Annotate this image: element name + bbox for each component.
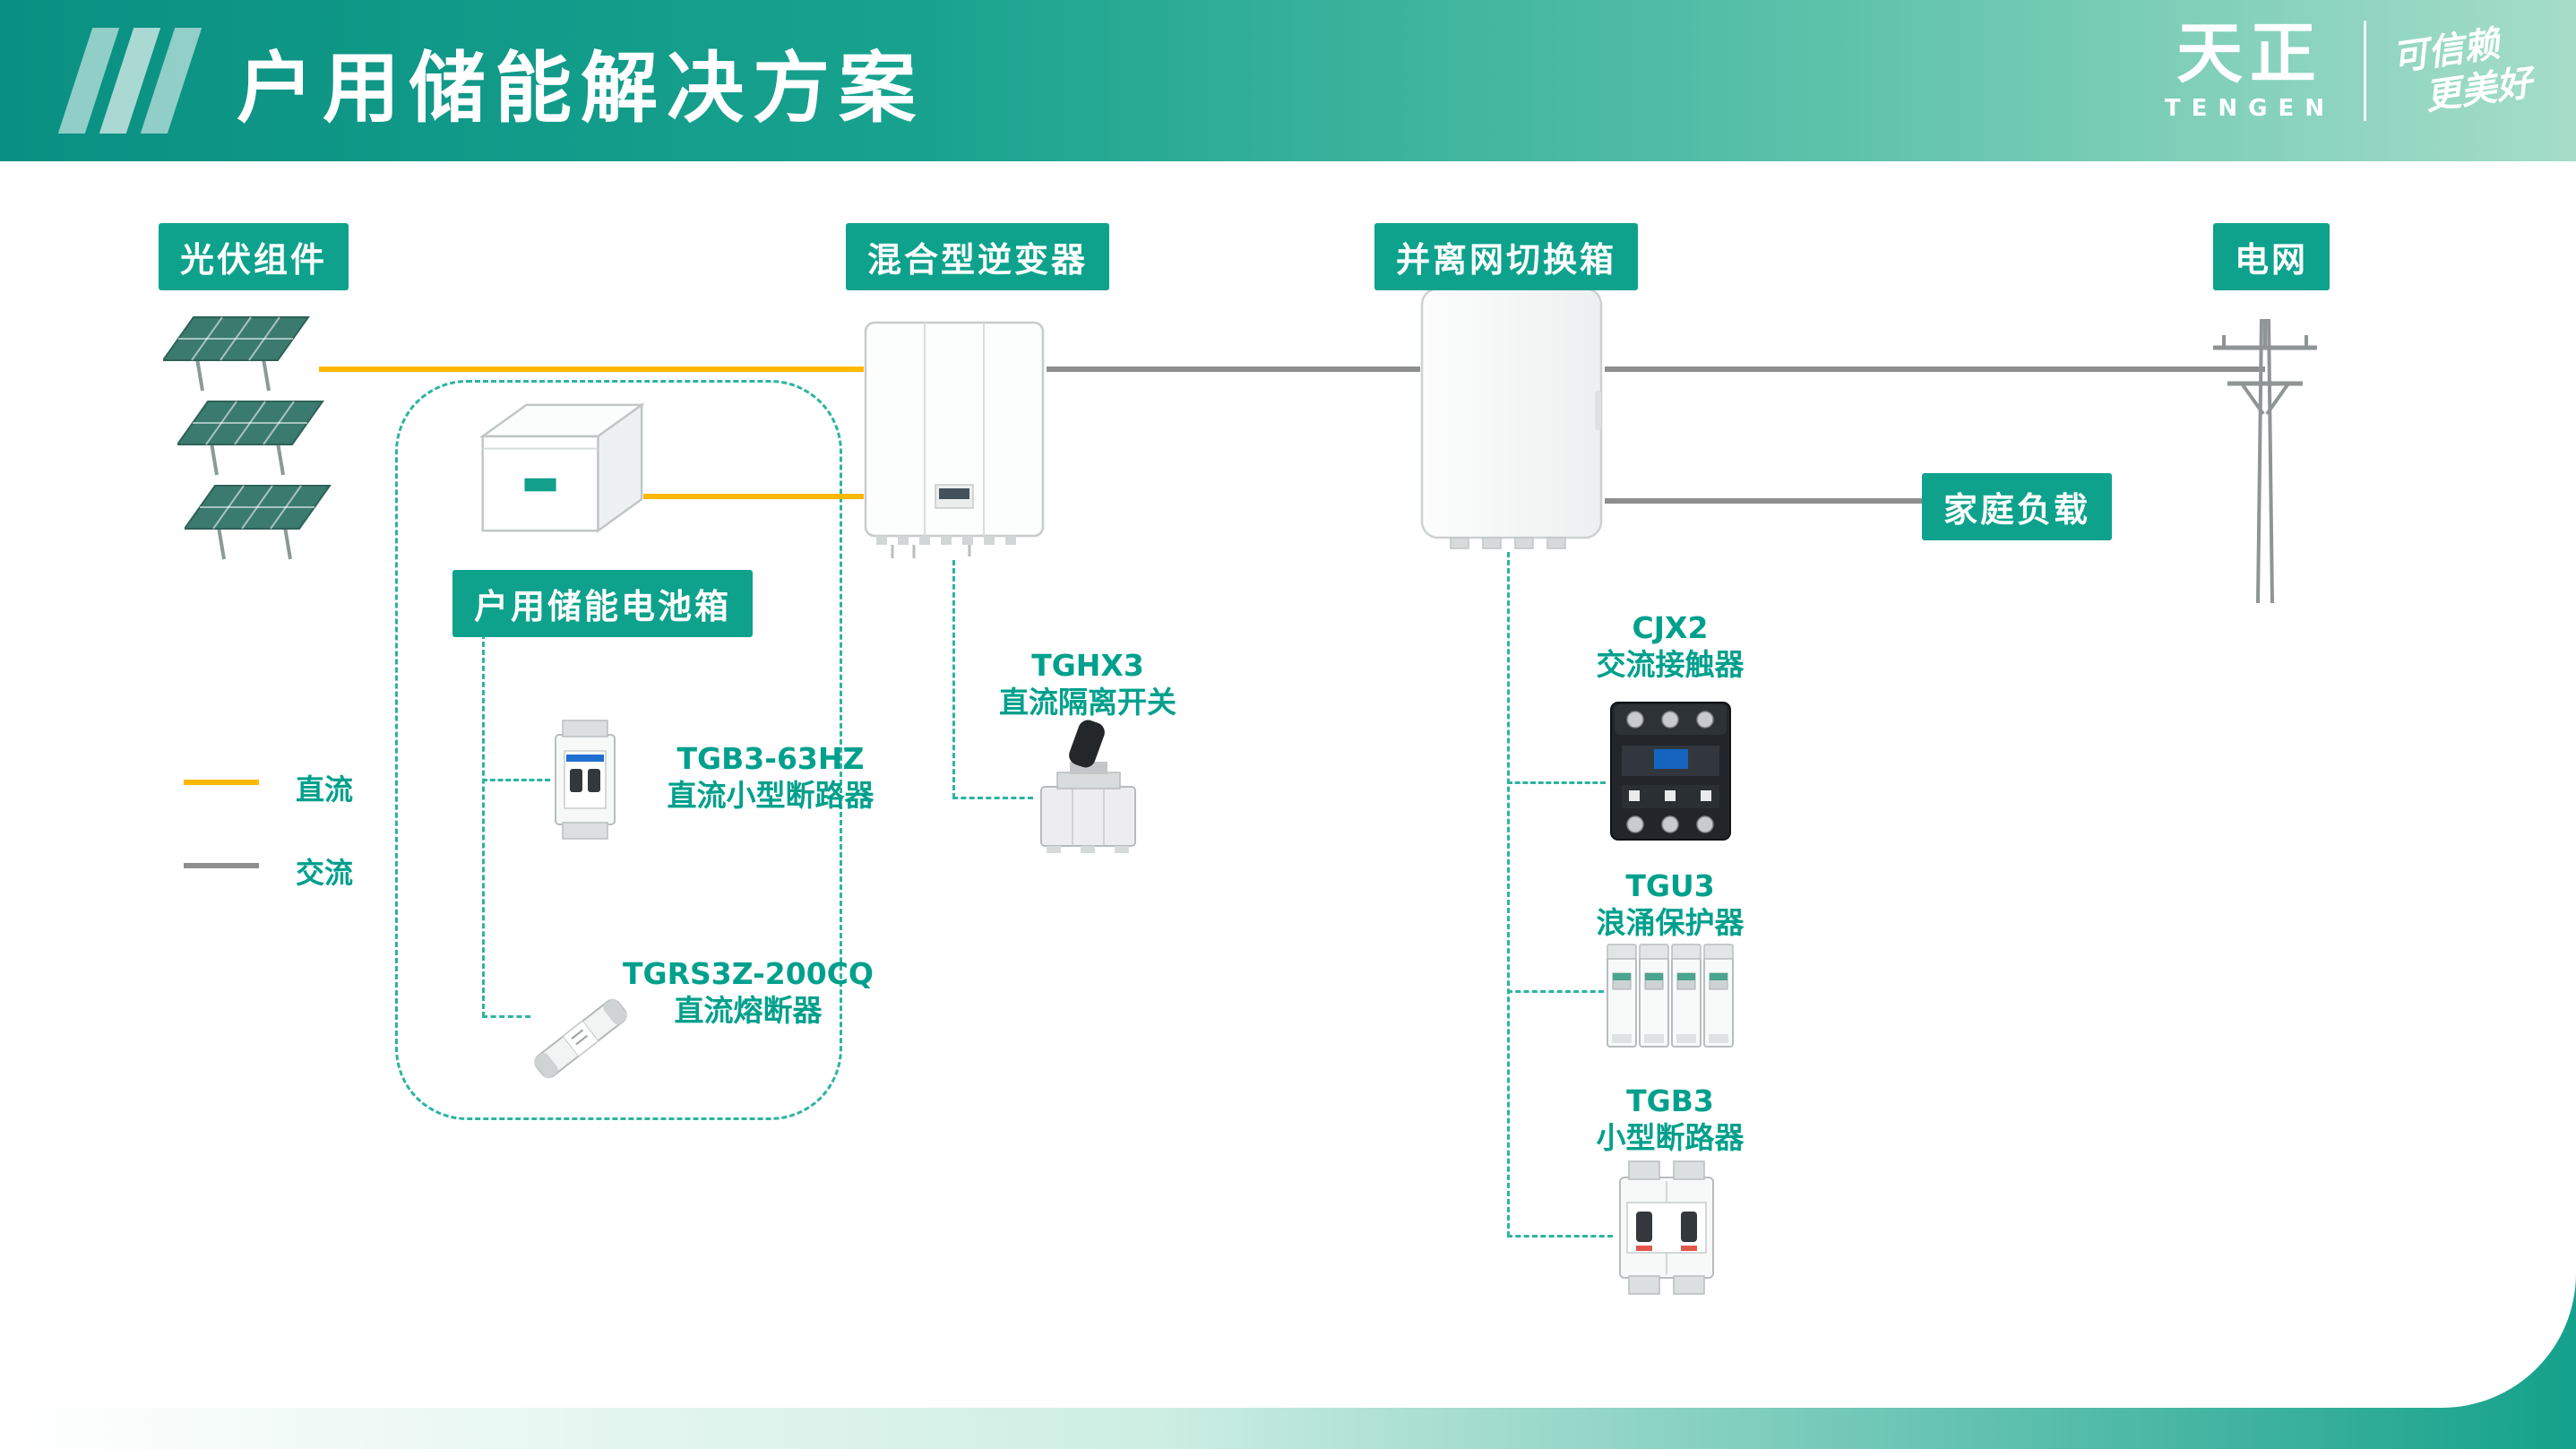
pv-array-image: [161, 312, 504, 581]
dc-line-pv-to-inverter: [319, 367, 864, 372]
badge-pv-modules: 光伏组件: [159, 223, 349, 290]
battery-box-image: [472, 394, 647, 543]
dashed-leader-battery-vertical: [482, 625, 485, 1017]
dc-isolator-image: [1032, 717, 1144, 856]
component-model: TGRS3Z-200CQ: [623, 956, 874, 991]
brand-logo: 天正 TENGEN 可信赖 更美好: [2164, 15, 2535, 122]
component-model: CJX2: [1632, 610, 1709, 645]
badge-battery-box: 户用储能电池箱: [452, 570, 754, 637]
dashed-leader-to-mcb: [1507, 1235, 1613, 1238]
dashed-leader-to-dc-breaker: [482, 779, 550, 781]
label-dc-fuse: TGRS3Z-200CQ 直流熔断器: [596, 955, 900, 1030]
battery-group-dashed-frame: [395, 380, 842, 1120]
mcb-image: [1613, 1156, 1720, 1299]
legend-dc-label: 直流: [296, 772, 354, 806]
dashed-leader-inverter-vertical: [952, 560, 955, 798]
dc-fuse-image: [527, 981, 634, 1096]
component-name: 交流接触器: [1596, 647, 1745, 683]
component-name: 直流小型断路器: [667, 778, 874, 814]
label-ac-contactor: CJX2 交流接触器: [1554, 609, 1787, 684]
dashed-leader-to-isolator: [952, 797, 1033, 799]
ac-line-switchbox-to-homeload: [1605, 498, 1926, 504]
label-dc-isolator: TGHX3 直流隔离开关: [971, 647, 1204, 721]
component-model: TGU3: [1625, 868, 1715, 903]
component-name: 小型断路器: [1596, 1120, 1745, 1156]
dc-line-battery-to-inverter: [643, 494, 864, 499]
ac-line-switchbox-to-grid: [1605, 367, 2265, 372]
badge-switch-box: 并离网切换箱: [1374, 223, 1639, 290]
dashed-leader-to-surge: [1507, 990, 1604, 993]
component-name: 直流熔断器: [674, 993, 823, 1029]
brand-block: 天正 TENGEN: [2164, 15, 2335, 122]
legend-ac-line: [184, 863, 259, 868]
surge-protector-image: [1604, 939, 1736, 1057]
component-name: 直流隔离开关: [999, 685, 1176, 720]
page-title: 户用储能解决方案: [237, 43, 925, 134]
component-model: TGB3: [1626, 1083, 1714, 1118]
dc-breaker-image: [548, 717, 622, 842]
label-mcb: TGB3 小型断路器: [1554, 1082, 1787, 1157]
ac-contactor-image: [1606, 697, 1736, 845]
component-model: TGB3-63HZ: [676, 741, 865, 776]
logo-divider: [2364, 20, 2366, 121]
header-slashes-icon: [57, 28, 202, 134]
badge-grid: 电网: [2213, 223, 2330, 290]
dashed-leader-switchbox-vertical: [1507, 552, 1510, 1237]
solar-panel-icon: [183, 480, 337, 570]
brand-slogan: 可信赖 更美好: [2390, 19, 2535, 123]
inverter-image: [862, 318, 1047, 560]
dashed-leader-to-dc-fuse: [482, 1015, 530, 1018]
legend-ac-label: 交流: [296, 856, 354, 890]
header-banner: 户用储能解决方案 天正 TENGEN 可信赖 更美好: [0, 0, 2576, 161]
ac-line-inverter-to-switchbox: [1047, 367, 1420, 372]
badge-home-load: 家庭负载: [1922, 473, 2113, 540]
switch-box-image: [1418, 285, 1605, 552]
label-surge-protector: TGU3 浪涌保护器: [1554, 867, 1787, 942]
power-pole-icon: [2206, 294, 2322, 604]
brand-subtitle: TENGEN: [2164, 94, 2335, 122]
brand-name: 天正: [2175, 15, 2323, 92]
solar-panel-icon: [176, 396, 330, 486]
badge-hybrid-inverter: 混合型逆变器: [846, 223, 1110, 290]
component-name: 浪涌保护器: [1596, 905, 1745, 941]
label-dc-breaker: TGB3-63HZ 直流小型断路器: [627, 740, 914, 815]
legend-dc-line: [184, 780, 259, 785]
slide-content: 户用储能解决方案 天正 TENGEN 可信赖 更美好 光伏组件 混合型逆变器 并…: [0, 0, 2576, 1299]
solar-panel-icon: [161, 312, 315, 401]
dashed-leader-to-contactor: [1507, 781, 1606, 784]
component-model: TGHX3: [1031, 648, 1144, 683]
